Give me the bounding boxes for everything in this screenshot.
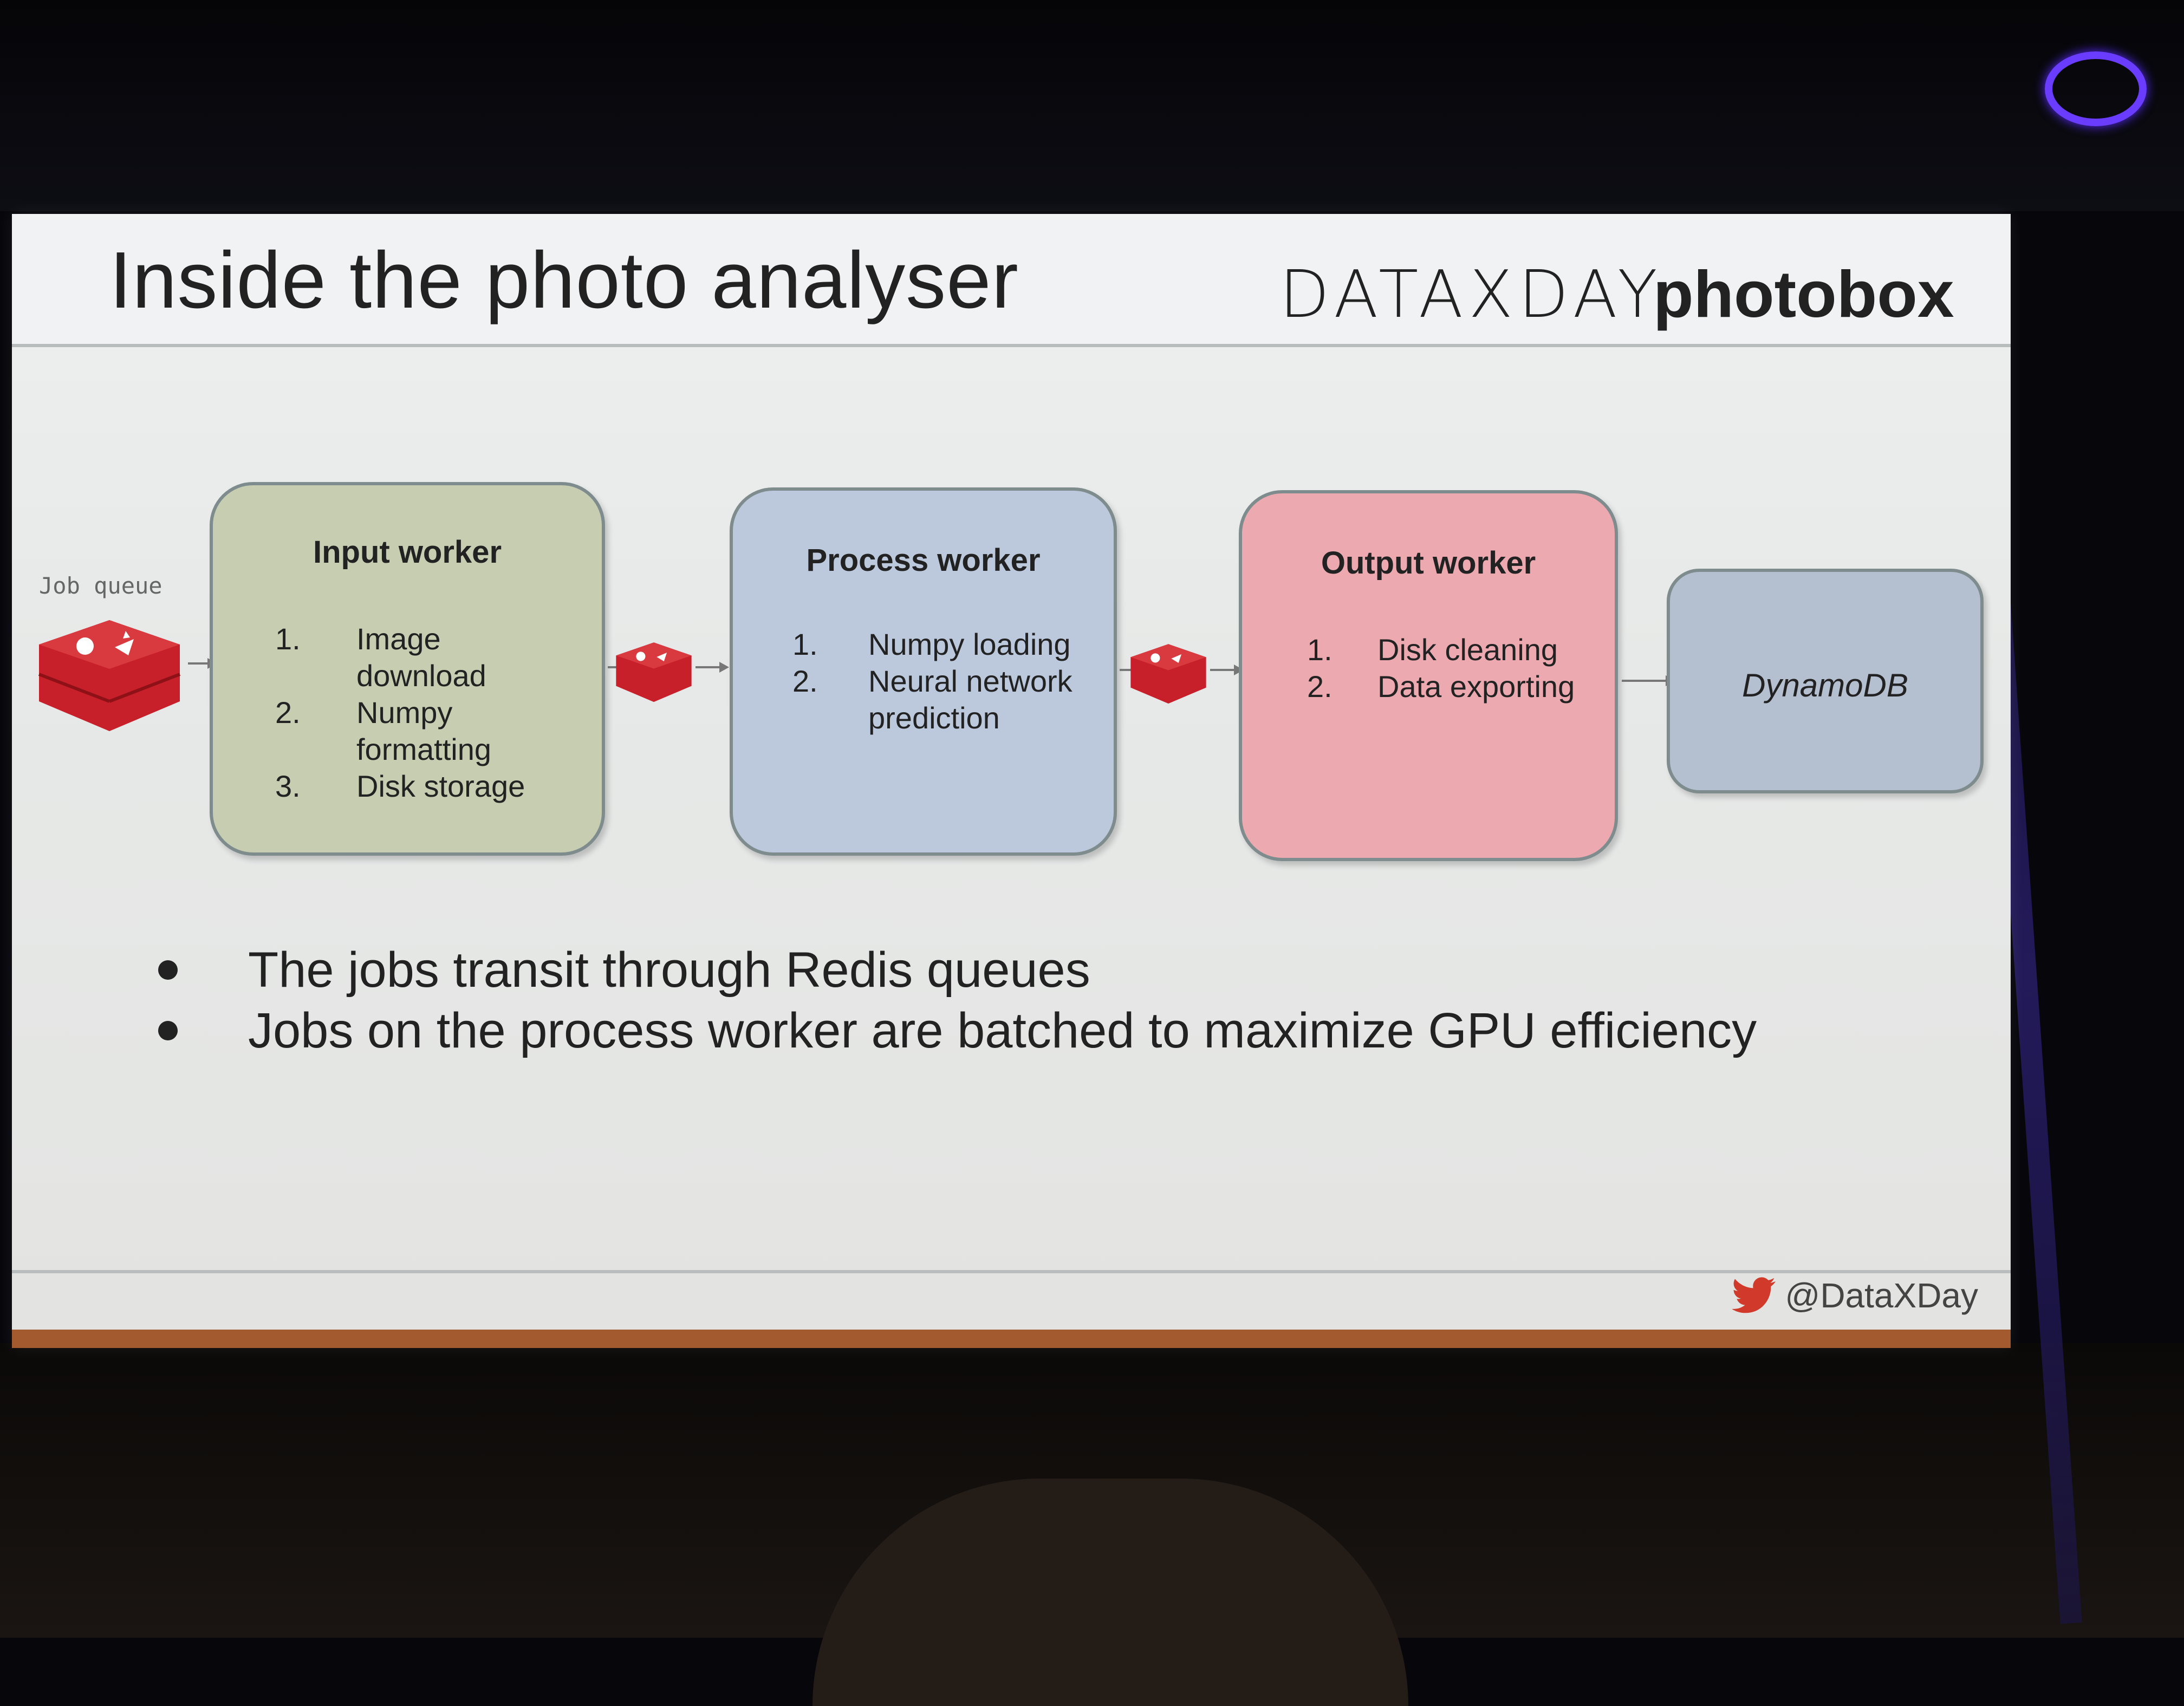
twitter-handle-text: @DataXDay — [1785, 1276, 1978, 1315]
dataxday-logo: DATAXDAY — [1279, 257, 1663, 333]
slide-title: Inside the photo analyser — [109, 236, 1019, 325]
room-background-top — [0, 0, 2184, 211]
bullet-dot — [158, 1021, 178, 1040]
process-worker-box: Process worker 1.Numpy loading 2.Neural … — [730, 487, 1117, 856]
bullet-item: The jobs transit through Redis queues — [158, 940, 1757, 1000]
step-item: 1.Disk cleaning — [1307, 633, 1558, 667]
step-item: 2.Data exporting — [1307, 669, 1575, 704]
input-worker-box: Input worker 1.Image download 2.Numpy fo… — [210, 482, 605, 856]
redis-queue-icon — [1130, 644, 1206, 704]
twitter-bird-icon — [1732, 1277, 1776, 1313]
job-queue-label: Job queue — [39, 572, 162, 599]
output-worker-box: Output worker 1.Disk cleaning 2.Data exp… — [1239, 490, 1618, 861]
redis-queue-icon — [616, 642, 692, 702]
process-worker-steps: 1.Numpy loading 2.Neural network predict… — [792, 626, 1096, 737]
bullet-item: Jobs on the process worker are batched t… — [158, 1000, 1757, 1061]
output-worker-steps: 1.Disk cleaning 2.Data exporting — [1307, 631, 1600, 705]
input-worker-title: Input worker — [313, 535, 502, 570]
slide-footer-line — [12, 1270, 2011, 1273]
step-item: 3.Disk storage — [275, 769, 525, 803]
step-item: 1.Numpy loading — [792, 627, 1071, 661]
projected-slide: Inside the photo analyser DATAXDAY photo… — [12, 214, 2011, 1348]
step-item: 1.Image download — [275, 622, 486, 693]
redis-queue-icon — [38, 620, 181, 731]
arrow-queue-to-output — [1210, 665, 1244, 675]
bullet-dot — [158, 960, 178, 980]
dynamodb-label: DynamoDB — [1742, 667, 1908, 704]
photobox-logo: photobox — [1653, 257, 1954, 331]
input-worker-steps: 1.Image download 2.Numpy formatting 3.Di… — [275, 621, 557, 805]
twitter-handle: @DataXDay — [1732, 1275, 1978, 1316]
process-worker-title: Process worker — [806, 543, 1041, 578]
bullet-list: The jobs transit through Redis queues Jo… — [158, 940, 1757, 1061]
dynamodb-box: DynamoDB — [1667, 569, 1984, 793]
ceiling-ring-light — [2045, 51, 2147, 126]
arrow-output-to-dynamodb — [1622, 675, 1675, 686]
output-worker-title: Output worker — [1321, 545, 1536, 581]
step-item: 2.Neural network prediction — [792, 664, 1072, 735]
step-item: 2.Numpy formatting — [275, 695, 491, 766]
slide-header: Inside the photo analyser DATAXDAY photo… — [12, 214, 2011, 347]
arrow-queue-to-process — [696, 662, 729, 673]
